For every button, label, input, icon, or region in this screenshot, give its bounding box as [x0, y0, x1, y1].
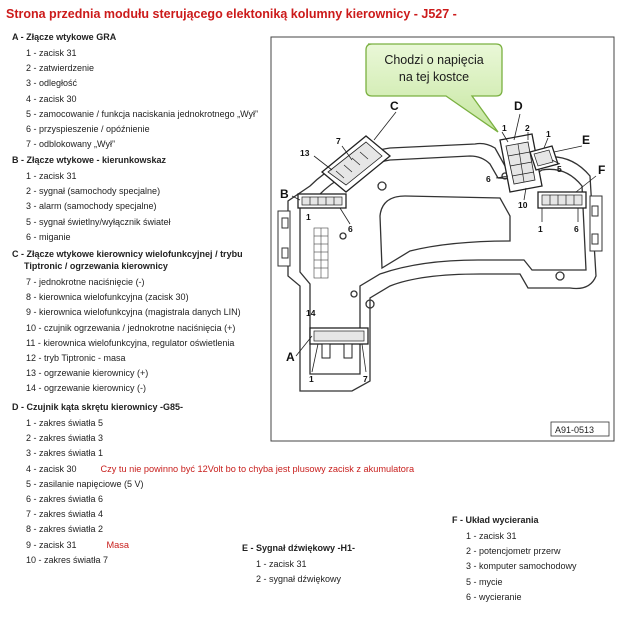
section-e: E - Sygnał dźwiękowy -H1- 1 - zacisk 31 … — [242, 542, 355, 587]
list-item: 1 - zakres światła 5 — [26, 418, 104, 428]
list-item: 2 - sygnał (samochody specjalne) — [26, 186, 161, 197]
connector-b — [297, 193, 347, 209]
list-item-label: 9 - zacisk 31 — [26, 539, 77, 550]
list-item: 5 - sygnał świetlny/wyłącznik świateł — [26, 216, 171, 227]
section-a-heading: A - Złącze wtykowe GRA — [12, 32, 117, 42]
list-item: 9 - kierownica wielofunkcyjna (magistral… — [26, 307, 241, 318]
list-item: 1 - zacisk 31 — [26, 171, 77, 181]
section-f-heading: F - Układ wycierania — [452, 515, 539, 525]
callout-shape — [365, 43, 503, 133]
annotation-note: Czy tu nie powinno być 12Volt bo to chyb… — [100, 463, 415, 474]
list-item: 6 - zakres światła 6 — [26, 494, 104, 505]
pin-14: 14 — [306, 308, 316, 318]
section-a: A - Złącze wtykowe GRA 1 - zacisk 31 2 -… — [12, 31, 258, 152]
list-item: 2 - zatwierdzenie — [26, 63, 95, 74]
section-b-heading: B - Złącze wtykowe - kierunkowskaz — [12, 155, 167, 165]
pin-10-d: 10 — [518, 200, 528, 210]
connector-e — [529, 145, 559, 171]
label-f: F — [598, 163, 605, 177]
section-d-heading: D - Czujnik kąta skrętu kierownicy -G85- — [12, 402, 184, 412]
section-f: F - Układ wycierania 1 - zacisk 31 2 - p… — [452, 514, 577, 605]
list-item: 5 - zamocowanie / funkcja naciskania jed… — [26, 108, 259, 119]
annotation-masa: Masa — [106, 539, 129, 550]
list-item: 7 - jednokrotne naciśnięcie (-) — [26, 277, 145, 287]
list-item: 9 - zacisk 31 Masa — [12, 538, 414, 553]
connector-a — [309, 327, 369, 359]
section-b: B - Złącze wtykowe - kierunkowskaz 1 - z… — [12, 154, 171, 245]
callout-bubble: Chodzi o napięcia na tej kostce — [365, 43, 503, 133]
connector-d — [499, 133, 543, 193]
callout-line-1: Chodzi o napięcia — [384, 53, 483, 67]
list-item: 11 - kierownica wielofunkcyjna, regulato… — [26, 337, 235, 348]
list-item: 6 - przyspieszenie / opóźnienie — [26, 124, 150, 135]
pin-1-b: 1 — [306, 212, 311, 222]
list-item: 5 - mycie — [466, 576, 503, 587]
pin-1-e: 1 — [546, 129, 551, 139]
list-item: 3 - alarm (samochody specjalne) — [26, 201, 157, 212]
list-item: 7 - zakres światła 4 — [26, 509, 104, 520]
leader-lines — [291, 111, 597, 373]
side-tabs — [277, 195, 603, 267]
pin-1-a: 1 — [309, 374, 314, 384]
list-item: 14 - ogrzewanie kierownicy (-) — [26, 383, 147, 394]
list-item: 2 - potencjometr przerw — [466, 546, 561, 557]
list-item: 3 - zakres światła 1 — [26, 448, 104, 459]
pin-6-d: 6 — [486, 174, 491, 184]
list-item: 10 - czujnik ogrzewania / jednokrotne na… — [26, 322, 236, 333]
list-item: 4 - zacisk 30 — [26, 93, 77, 104]
callout-line-2: na tej kostce — [399, 70, 469, 84]
list-item: 6 - wycieranie — [466, 591, 522, 602]
pin-5-e: 5 — [557, 164, 562, 174]
list-item: 13 - ogrzewanie kierownicy (+) — [26, 368, 149, 379]
section-e-heading: E - Sygnał dźwiękowy -H1- — [242, 543, 356, 553]
pin-6-f: 6 — [574, 224, 579, 234]
label-a: A — [286, 350, 295, 364]
label-e: E — [582, 133, 590, 147]
section-d: D - Czujnik kąta skrętu kierownicy -G85-… — [12, 401, 414, 568]
pin-6-b: 6 — [348, 224, 353, 234]
pin-7-c: 7 — [336, 136, 341, 146]
list-item: 1 - zacisk 31 — [26, 48, 77, 58]
list-item: 1 - zacisk 31 — [256, 559, 307, 569]
list-item: 3 - odległość — [26, 78, 78, 89]
section-c-heading: C - Złącze wtykowe kierownicy wielofunkc… — [12, 249, 243, 259]
list-item: 1 - zacisk 31 — [466, 531, 517, 541]
list-item: 8 - kierownica wielofunkcyjna (zacisk 30… — [26, 292, 189, 303]
list-item-label: 4 - zacisk 30 — [26, 463, 77, 474]
pin-1-d: 1 — [502, 123, 507, 133]
list-item: 8 - zakres światła 2 — [26, 524, 104, 535]
list-item: 10 - zakres światła 7 — [26, 554, 109, 565]
list-item: 2 - zakres światła 3 — [26, 433, 104, 444]
pin-7-a: 7 — [363, 374, 368, 384]
figure-ref: A91-0513 — [555, 425, 594, 435]
label-c: C — [390, 99, 399, 113]
list-item: 6 - miganie — [26, 231, 71, 242]
section-c: C - Złącze wtykowe kierownicy wielofunkc… — [12, 248, 243, 397]
pin-2-e: 2 — [525, 123, 530, 133]
pin-grid — [313, 227, 329, 279]
list-item: 12 - tryb Tiptronic - masa — [26, 353, 126, 364]
connector-f — [537, 191, 587, 209]
ref-box — [550, 421, 610, 437]
page-title: Strona przednia modułu sterującego elekt… — [6, 7, 457, 21]
list-item: 7 - odblokowany „Wył” — [26, 139, 115, 150]
list-item: 2 - sygnał dźwiękowy — [256, 574, 342, 585]
list-item: 5 - zasilanie napięciowe (5 V) — [26, 478, 144, 489]
label-d: D — [514, 99, 523, 113]
list-item: 4 - zacisk 30 Czy tu nie powinno być 12Vo… — [12, 462, 414, 477]
section-c-heading-cont: Tiptronic / ogrzewania kierownicy — [24, 261, 168, 271]
list-item: 3 - komputer samochodowy — [466, 561, 577, 572]
pin-1-f: 1 — [538, 224, 543, 234]
label-b: B — [280, 187, 289, 201]
module-diagram: C D E F B A 13 7 1 2 1 5 6 10 6 1 1 6 1 … — [270, 36, 615, 442]
pin-13: 13 — [300, 148, 310, 158]
connector-c — [320, 135, 392, 193]
